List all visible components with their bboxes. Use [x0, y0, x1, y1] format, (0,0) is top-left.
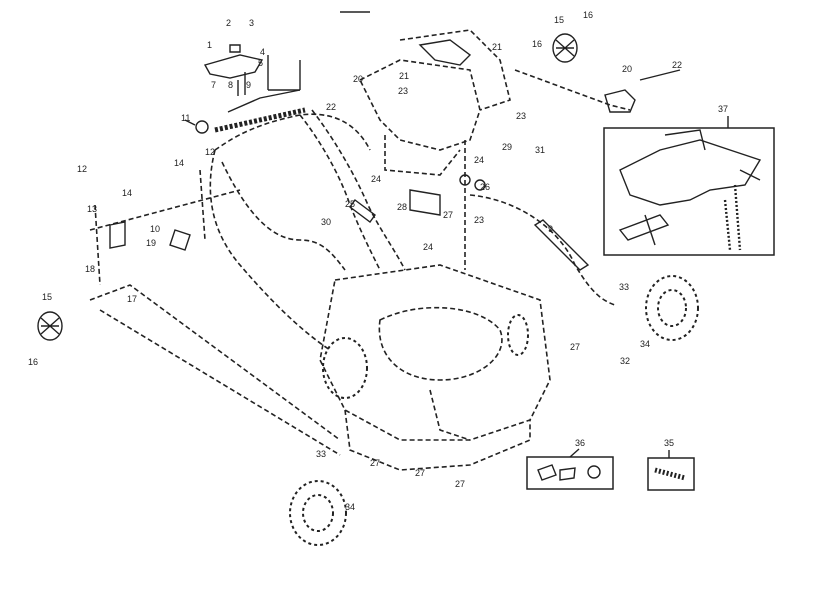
callout-15: 15	[42, 292, 52, 302]
control-bar	[214, 89, 306, 133]
callout-33: 33	[619, 282, 629, 292]
callout-27: 27	[455, 479, 465, 489]
callout-26: 26	[480, 182, 490, 192]
callout-14: 14	[122, 188, 132, 198]
callout-4: 4	[260, 47, 265, 57]
callout-25: 25	[345, 199, 355, 209]
callout-27: 27	[570, 342, 580, 352]
callout-9: 9	[548, 224, 553, 234]
callout-32: 32	[620, 356, 630, 366]
callout-24: 24	[371, 174, 381, 184]
callout-27: 27	[415, 468, 425, 478]
callout-12: 12	[205, 147, 215, 157]
drive-cable	[469, 194, 616, 306]
detail-inset-frame	[603, 127, 775, 256]
callout-13: 13	[87, 204, 97, 214]
callout-18: 18	[85, 264, 95, 274]
linkage-parts	[109, 174, 486, 251]
callout-28: 28	[397, 202, 407, 212]
callout-19: 19	[146, 238, 156, 248]
callout-16: 16	[532, 39, 542, 49]
callout-30: 30	[321, 217, 331, 227]
wheel-rear-right	[645, 275, 699, 341]
callout-23: 23	[516, 111, 526, 121]
callout-23: 23	[398, 86, 408, 96]
callout-23: 23	[474, 215, 484, 225]
callout-11: 11	[181, 113, 190, 123]
kit-box-36	[526, 456, 614, 490]
callout-21: 21	[492, 42, 502, 52]
adjuster-knob	[195, 120, 209, 134]
callout-12: 12	[77, 164, 87, 174]
callout-34: 34	[345, 502, 355, 512]
callout-29: 29	[502, 142, 512, 152]
front-frame	[89, 169, 341, 456]
callout-7: 7	[211, 80, 216, 90]
cable-guide	[533, 219, 590, 271]
callout-22: 22	[326, 102, 336, 112]
callout-1: 1	[207, 40, 212, 50]
callout-31: 31	[535, 145, 545, 155]
wheel-mid-right	[507, 314, 529, 356]
rear-axle	[514, 69, 681, 113]
engine-cover	[358, 29, 511, 270]
callout-9: 9	[246, 80, 251, 90]
callout-17: 17	[127, 294, 137, 304]
callout-35: 35	[664, 438, 674, 448]
mower-deck	[319, 264, 551, 471]
callout-10: 10	[150, 224, 160, 234]
callout-16: 16	[28, 357, 38, 367]
callout-21: 21	[399, 71, 409, 81]
callout-8: 8	[228, 80, 233, 90]
callout-27: 27	[443, 210, 453, 220]
leader-lines	[184, 55, 729, 458]
callout-33: 33	[316, 449, 326, 459]
callout-24: 24	[474, 155, 484, 165]
wheel-mid-left	[322, 337, 368, 399]
callout-3: 3	[249, 18, 254, 28]
callout-5: 5	[258, 58, 263, 68]
callout-24: 24	[423, 242, 433, 252]
callout-20: 20	[353, 74, 363, 84]
hub-cap-left	[37, 311, 63, 341]
callout-27: 27	[370, 458, 380, 468]
wheel-front-left	[289, 480, 347, 546]
callout-22: 22	[672, 60, 682, 70]
kit-box-35	[647, 457, 695, 491]
callout-15: 15	[554, 15, 564, 25]
lever-assembly	[203, 44, 264, 96]
callout-14: 14	[174, 158, 184, 168]
handle-assembly	[209, 109, 406, 351]
callout-36: 36	[575, 438, 585, 448]
callout-34: 34	[640, 339, 650, 349]
callout-16: 16	[583, 10, 593, 20]
callout-37: 37	[718, 104, 728, 114]
callout-2: 2	[226, 18, 231, 28]
callout-20: 20	[622, 64, 632, 74]
hub-cap-right	[552, 33, 578, 63]
